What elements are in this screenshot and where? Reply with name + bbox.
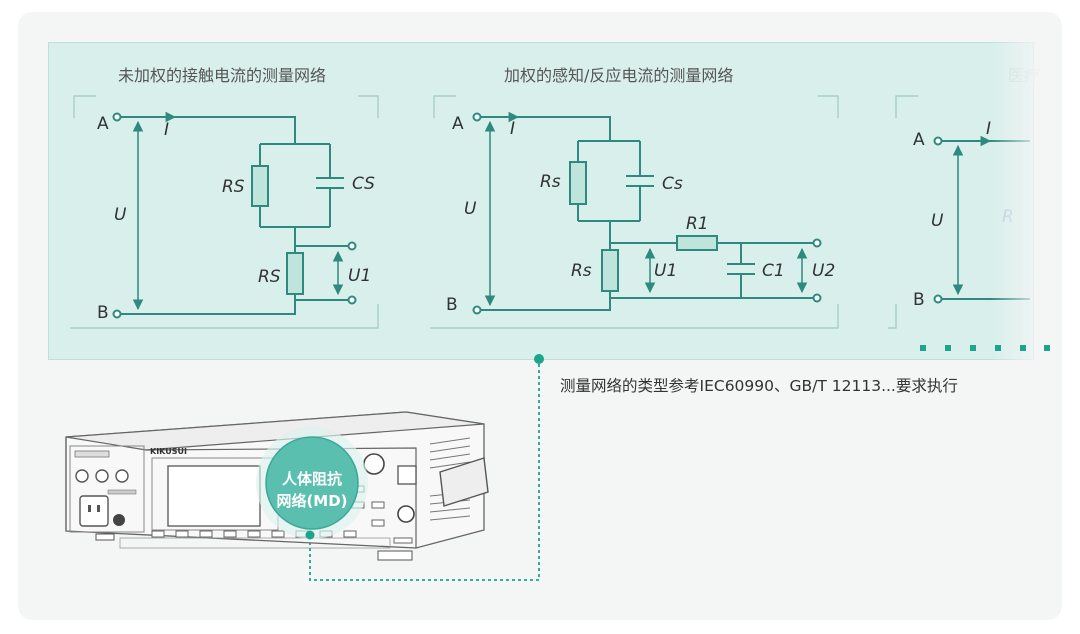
panel-title-weighted: 加权的感知/反应电流的测量网络 bbox=[504, 66, 734, 85]
u2-label: U2 bbox=[812, 261, 835, 281]
connector-dot-top bbox=[534, 354, 544, 364]
rs2-label: RS bbox=[258, 267, 281, 287]
current-label: I bbox=[986, 119, 991, 139]
side-handle bbox=[439, 457, 489, 507]
dotted-trail bbox=[920, 345, 1050, 351]
u1-label: U1 bbox=[348, 266, 371, 286]
circuit-panel bbox=[48, 42, 1034, 360]
rs2-label: Rs bbox=[571, 261, 592, 281]
resistor-rs1 bbox=[251, 165, 269, 207]
fade-overlay bbox=[990, 42, 1060, 360]
c1-label: C1 bbox=[762, 261, 785, 281]
node-b-label: B bbox=[913, 290, 925, 310]
connector-line bbox=[309, 364, 540, 581]
md-network-label: 人体阻抗 网络(MD) bbox=[266, 468, 358, 512]
current-label: I bbox=[510, 119, 515, 139]
resistor-rs2 bbox=[601, 249, 619, 292]
frame-brackets bbox=[70, 95, 918, 329]
r1-label: R1 bbox=[686, 214, 709, 234]
rs1-label: Rs bbox=[540, 172, 561, 192]
panel-title-unweighted: 未加权的接触电流的测量网络 bbox=[118, 66, 327, 85]
circuit-weighted bbox=[472, 111, 822, 315]
outlet-icon bbox=[79, 495, 109, 527]
node-b-label: B bbox=[446, 295, 458, 315]
cs-label: Cs bbox=[662, 174, 683, 194]
voltage-label: U bbox=[114, 205, 127, 225]
resistor-rs2 bbox=[286, 252, 304, 295]
node-b-label: B bbox=[97, 303, 109, 323]
resistor-rs1 bbox=[569, 161, 587, 205]
resistor-r1 bbox=[676, 235, 718, 251]
node-a-label: A bbox=[97, 114, 109, 134]
node-a-label: A bbox=[913, 130, 925, 150]
rotary-knob-icon bbox=[363, 453, 385, 475]
circuit-unweighted bbox=[112, 111, 357, 319]
current-label: I bbox=[164, 120, 169, 140]
u1-label: U1 bbox=[654, 261, 677, 281]
cs-label: CS bbox=[352, 174, 375, 194]
md-label-line2: 网络(MD) bbox=[276, 492, 348, 510]
standard-reference-caption: 测量网络的类型参考IEC60990、GB/T 12113...要求执行 bbox=[560, 377, 958, 395]
callout-circle bbox=[265, 436, 359, 530]
node-a-label: A bbox=[452, 114, 464, 134]
voltage-label: U bbox=[464, 199, 477, 219]
brand-label: KIKUSUI bbox=[150, 447, 187, 456]
rs1-label: RS bbox=[222, 177, 245, 197]
md-label-line1: 人体阻抗 bbox=[281, 470, 342, 488]
terminal-knob-icon bbox=[113, 514, 125, 526]
display-screen bbox=[167, 465, 261, 527]
voltage-label: U bbox=[931, 211, 944, 231]
connector-dot-bottom bbox=[305, 530, 315, 540]
